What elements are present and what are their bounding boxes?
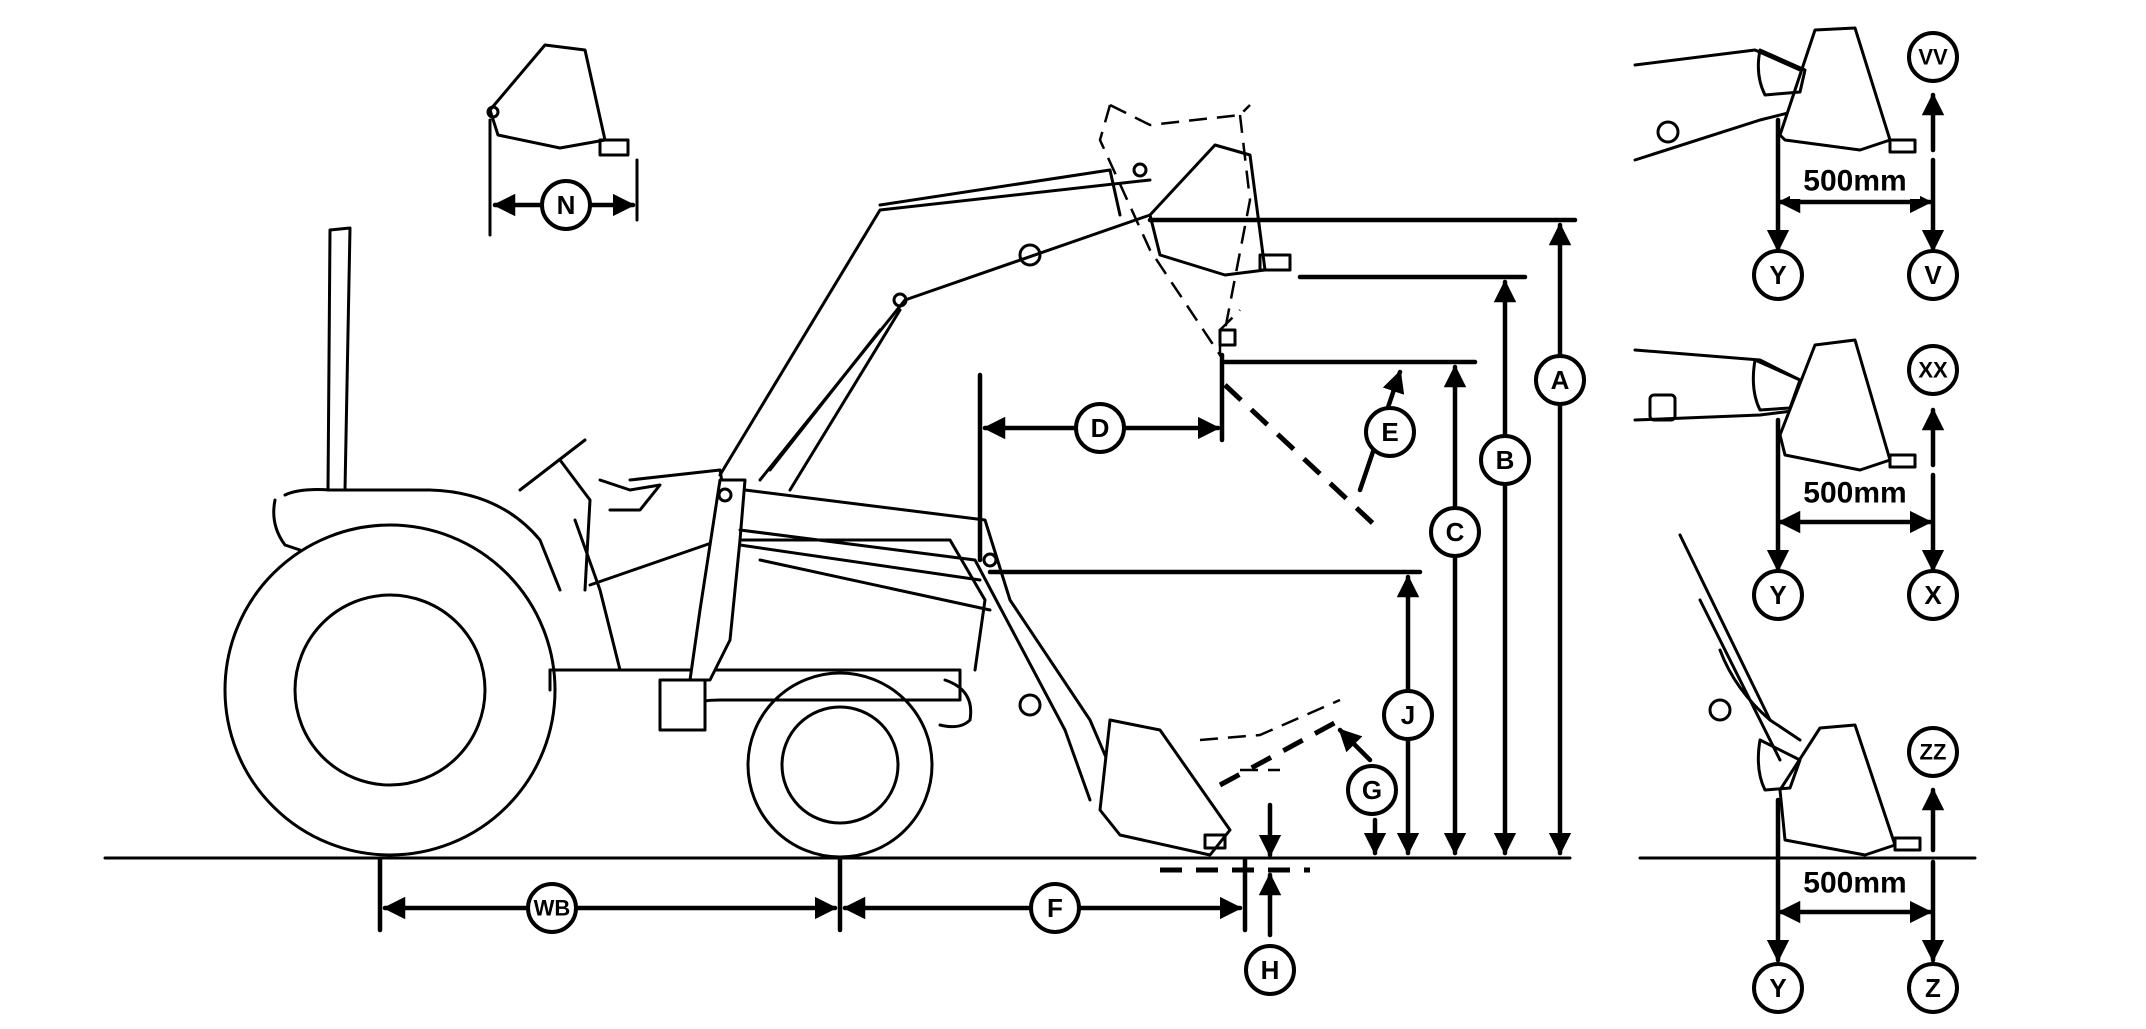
callout-C-label: C <box>1446 517 1465 547</box>
callout-WB-label: WB <box>534 896 571 921</box>
loader-arm-lowered <box>688 478 1341 857</box>
callout-F-label: F <box>1047 893 1063 923</box>
dimension-top-label: 500mm <box>1803 165 1906 198</box>
callout-B-label: B <box>1496 445 1515 475</box>
callout-ZZ: ZZ <box>1907 726 1959 778</box>
callout-E-label: E <box>1381 417 1398 447</box>
detail-bottom <box>1638 533 1977 963</box>
callout-J-label: J <box>1401 700 1415 730</box>
callout-Z: Z <box>1907 962 1959 1014</box>
dimension-lines <box>377 193 1578 938</box>
callout-F: F <box>1029 882 1081 934</box>
callout-Y1: Y <box>1752 249 1804 301</box>
callout-H: H <box>1244 944 1296 996</box>
callout-VV-label: VV <box>1918 45 1948 70</box>
dimension-bottom-label: 500mm <box>1803 867 1906 900</box>
callout-V-label: V <box>1924 260 1942 290</box>
bucket-width-detail <box>486 43 639 237</box>
callout-X-label: X <box>1924 580 1942 610</box>
callout-H-label: H <box>1261 955 1280 985</box>
callout-ZZ-label: ZZ <box>1920 740 1947 765</box>
callout-C: C <box>1429 506 1481 558</box>
callout-D-label: D <box>1091 413 1110 443</box>
tractor <box>223 226 987 859</box>
detail-middle <box>1633 338 1945 573</box>
callout-E: E <box>1364 406 1416 458</box>
callout-B: B <box>1479 434 1531 486</box>
callout-XX: XX <box>1907 344 1959 396</box>
dimension-middle-label: 500mm <box>1803 477 1906 510</box>
callout-XX-label: XX <box>1918 358 1948 383</box>
callout-N-label: N <box>557 190 576 220</box>
callout-Y3-label: Y <box>1769 973 1786 1003</box>
callout-A: A <box>1534 354 1586 406</box>
callout-X: X <box>1907 569 1959 621</box>
callout-A-label: A <box>1551 365 1570 395</box>
callout-Y2: Y <box>1752 569 1804 621</box>
callout-V: V <box>1907 249 1959 301</box>
callouts: A B C D E J G H F WB N VV Y V XX Y X ZZ … <box>526 31 1959 1014</box>
callout-G: G <box>1346 764 1398 816</box>
callout-Y2-label: Y <box>1769 580 1786 610</box>
detail-top <box>1633 26 1945 253</box>
callout-J: J <box>1382 689 1434 741</box>
loader-arm-raised <box>718 103 1292 492</box>
callout-VV: VV <box>1907 31 1959 83</box>
callout-Y1-label: Y <box>1769 260 1786 290</box>
callout-Y3: Y <box>1752 962 1804 1014</box>
callout-WB: WB <box>526 882 578 934</box>
callout-Z-label: Z <box>1925 973 1941 1003</box>
callout-N: N <box>540 179 592 231</box>
callout-G-label: G <box>1362 775 1382 805</box>
callout-D: D <box>1074 402 1126 454</box>
